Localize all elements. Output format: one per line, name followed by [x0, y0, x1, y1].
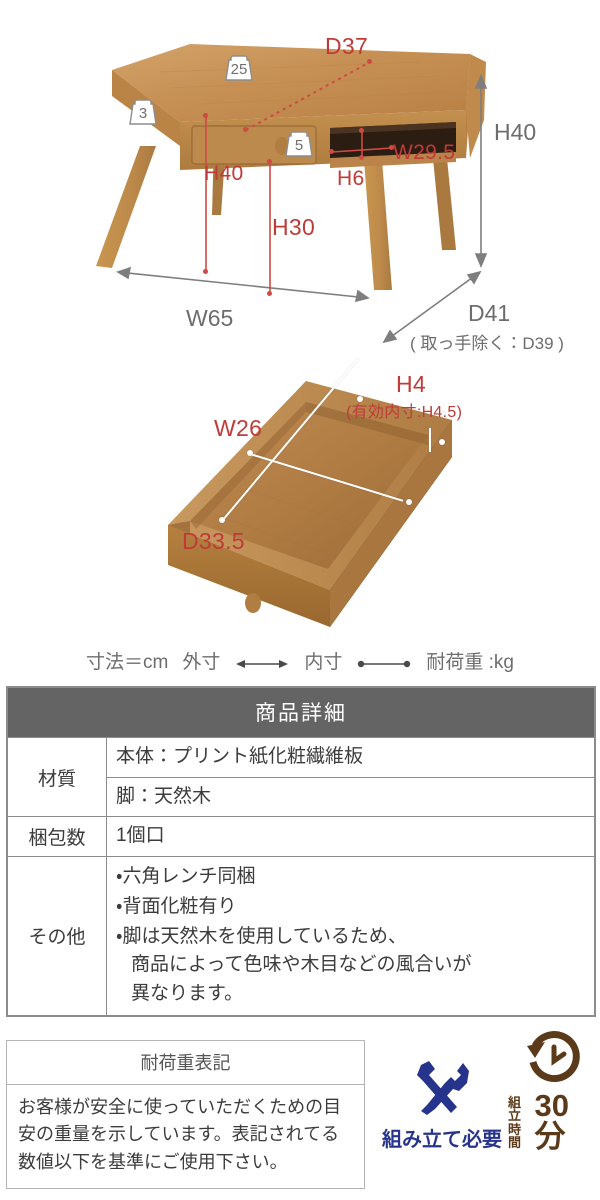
note-line: お客様が安全に使っていただくための目	[18, 1097, 342, 1117]
dim-dot	[439, 411, 445, 417]
assembly-info: 組み立て必要 組立 時間 30分	[382, 1031, 596, 1152]
drawer-dimension-diagram: W26 D33.5 H4 (有効内寸:H4.5)	[0, 357, 600, 630]
load-badge-drawer: 3	[126, 96, 160, 126]
legend-outer-label: 外寸	[182, 651, 221, 673]
note-line: 安の重量を示しています。表記されてる	[18, 1124, 340, 1145]
dim-dot	[389, 145, 394, 150]
drawer-height-line	[429, 428, 431, 452]
table-row-material: 材質 本体：プリント紙化粧繊維板	[7, 736, 595, 818]
load-badge-top-value: 25	[230, 61, 248, 78]
dim-dot	[267, 159, 272, 164]
note-title: 耐荷重表記	[7, 1041, 364, 1085]
dim-dot	[247, 450, 253, 456]
note-body: お客様が安全に使っていただくための目 安の重量を示しています。表記されてる 数値…	[7, 1085, 364, 1188]
desk-dimension-diagram: 25 3 5 D37 H40 H30 W29.5 H6 W65 H40 D41 …	[0, 0, 600, 370]
assembly-time-badge: 組立 時間 30分	[508, 1028, 596, 1152]
bullet-text: ・脚は天然木を使用しているため、	[116, 926, 407, 948]
row-key-material: 材質	[7, 736, 107, 818]
load-badge-shelf-value: 5	[294, 137, 304, 154]
dim-label-shelf-height: H6	[337, 167, 365, 190]
load-capacity-note-box: 耐荷重表記 お客様が安全に使っていただくための目 安の重量を示しています。表記さ…	[6, 1040, 365, 1190]
load-badge-shelf: 5	[282, 128, 316, 158]
bullet-text: ・背面化粧有り	[116, 896, 237, 918]
dim-dot	[359, 155, 364, 160]
dim-label-drawer-height: H4	[396, 371, 427, 397]
assembly-required-badge: 組み立て必要	[382, 1057, 502, 1152]
row-value-other: ・六角レンチ同梱 ・背面化粧有り ・脚は天然木を使用しているため、 商品によって…	[106, 856, 595, 1016]
dim-dot	[243, 127, 248, 132]
assembly-time-label-1: 組立	[508, 1095, 522, 1124]
load-badge-drawer-value: 3	[138, 105, 148, 122]
dim-label-floor-clearance: H30	[272, 214, 316, 240]
assembly-time-label-2: 時間	[508, 1121, 522, 1150]
note-line: 数値以下を基準にご使用下さい。	[18, 1151, 288, 1172]
dim-dot	[203, 269, 208, 274]
assembly-time-value: 30分	[534, 1088, 569, 1154]
product-detail-table: 商品詳細 材質 本体：プリント紙化粧繊維板 脚：天然木 梱包数 1個口 その他 …	[6, 686, 596, 1017]
dim-label-width: W65	[186, 305, 234, 331]
bullet-cont: 商品によって色味や木目などの風合いが	[131, 954, 472, 976]
dim-label-depth: D41	[468, 300, 511, 326]
double-arrow-icon	[234, 654, 290, 668]
dim-dot	[203, 113, 208, 118]
row-value-packages: 1個口	[106, 816, 595, 858]
list-item: ・六角レンチ同梱	[116, 862, 594, 892]
desk-illustration	[96, 44, 488, 344]
legend-load-label: 耐荷重 :kg	[426, 651, 514, 673]
bullet-text: ・六角レンチ同梱	[116, 866, 256, 888]
table-row-other: その他 ・六角レンチ同梱 ・背面化粧有り ・脚は天然木を使用しているため、 商品…	[7, 856, 595, 1016]
list-item: ・脚は天然木を使用しているため、 商品によって色味や木目などの風合いが 異なりま…	[116, 922, 594, 1008]
row-value-material-legs: 脚：天然木	[106, 776, 595, 818]
dim-label-drawer-depth: D33.5	[182, 528, 245, 554]
row-value-material-body: 本体：プリント紙化粧繊維板	[106, 737, 595, 778]
dim-dot	[359, 128, 364, 133]
bullet-cont: 異なります。	[131, 982, 244, 1004]
row-key-packages: 梱包数	[7, 816, 107, 858]
clock-icon	[521, 1028, 583, 1090]
table-header-row: 商品詳細	[7, 687, 595, 738]
load-badge-top: 25	[222, 52, 256, 82]
dim-label-top-depth: D37	[325, 33, 369, 59]
dim-label-drawer-width: W26	[214, 415, 263, 441]
dim-dot	[267, 291, 272, 296]
dim-label-shelf-width: W29.5	[393, 141, 456, 164]
dim-label-drawer-height-note: (有効内寸:H4.5)	[346, 404, 463, 421]
assembly-time-text: 組立 時間 30分	[508, 1090, 596, 1152]
table-row-packages: 梱包数 1個口	[7, 816, 595, 858]
other-bullet-list: ・六角レンチ同梱 ・背面化粧有り ・脚は天然木を使用しているため、 商品によって…	[116, 862, 594, 1009]
dim-label-height: H40	[494, 119, 537, 145]
drawer-illustration	[168, 381, 452, 627]
row-key-other: その他	[7, 856, 107, 1016]
legend-inner-label: 内寸	[304, 651, 343, 673]
list-item: ・背面化粧有り	[116, 892, 594, 922]
measurement-legend: 寸法＝cm 外寸 内寸 耐荷重 :kg	[0, 634, 600, 686]
dot-line-icon	[356, 654, 412, 668]
table-title: 商品詳細	[7, 687, 595, 738]
dim-dot	[329, 149, 334, 154]
dim-label-depth-note: ( 取っ手除く：D39 )	[410, 334, 564, 353]
legend-unit: 寸法＝cm	[86, 651, 169, 673]
assembly-required-label: 組み立て必要	[382, 1129, 502, 1151]
dim-dot	[406, 499, 412, 505]
dim-dot	[357, 396, 363, 402]
dim-label-drawer-height: H40	[204, 162, 244, 185]
tools-icon	[411, 1057, 473, 1119]
dim-dot	[439, 439, 445, 445]
dim-dot	[367, 59, 372, 64]
dim-dot	[219, 517, 225, 523]
